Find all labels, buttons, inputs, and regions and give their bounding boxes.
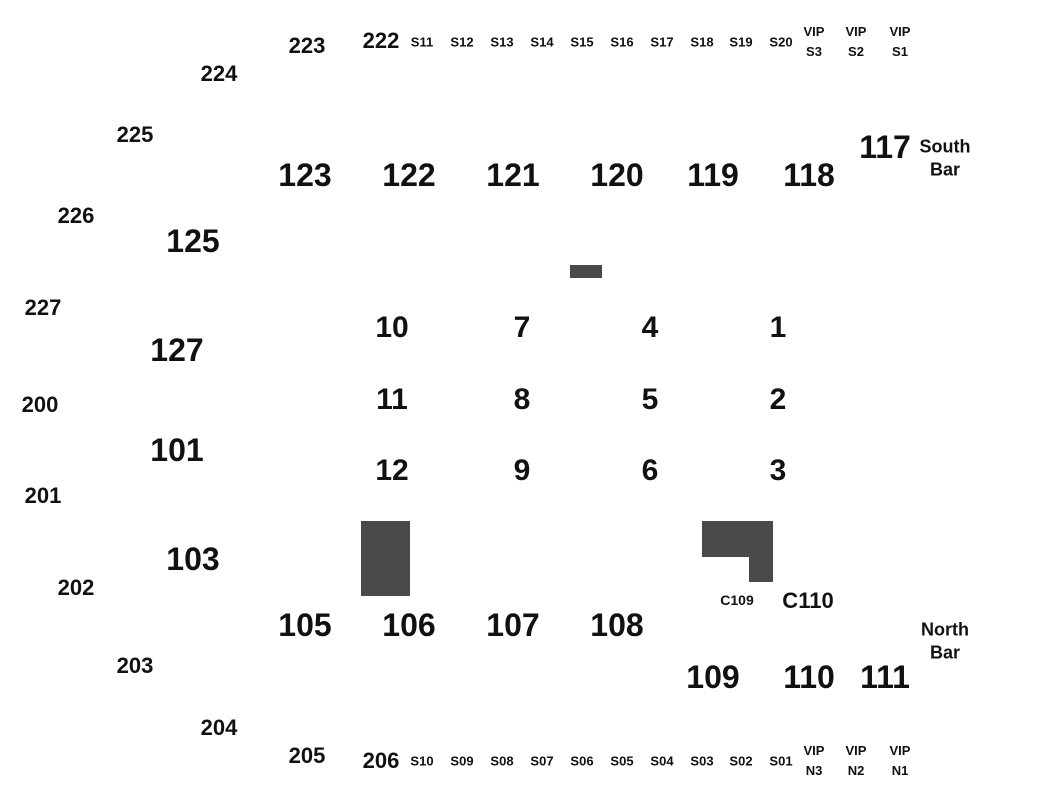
- section-106[interactable]: 106: [382, 607, 436, 643]
- vip-s3[interactable]: VIP S3: [804, 22, 825, 62]
- south-bar-label: South Bar: [920, 136, 971, 183]
- section-105[interactable]: 105: [278, 607, 332, 643]
- section-118[interactable]: 118: [783, 157, 835, 193]
- section-110[interactable]: 110: [783, 659, 835, 695]
- north-bar-line2: Bar: [929, 643, 960, 663]
- suite-s18[interactable]: S18: [690, 34, 714, 50]
- suite-s03[interactable]: S03: [690, 753, 714, 769]
- section-205[interactable]: 205: [288, 743, 326, 768]
- section-227[interactable]: 227: [24, 295, 62, 320]
- suite-s19[interactable]: S19: [729, 34, 753, 50]
- section-109[interactable]: 109: [686, 659, 740, 695]
- suite-s07[interactable]: S07: [530, 753, 554, 769]
- suite-s08[interactable]: S08: [490, 753, 514, 769]
- section-203[interactable]: 203: [116, 653, 154, 678]
- sound-booth-block: [570, 265, 602, 278]
- suite-s04[interactable]: S04: [650, 753, 674, 769]
- section-225[interactable]: 225: [116, 122, 154, 147]
- section-200[interactable]: 200: [21, 392, 59, 417]
- floor-section-5[interactable]: 5: [641, 383, 659, 416]
- section-119[interactable]: 119: [687, 157, 739, 193]
- section-121[interactable]: 121: [486, 157, 540, 193]
- section-103[interactable]: 103: [166, 541, 220, 577]
- suite-s02[interactable]: S02: [729, 753, 753, 769]
- floor-section-10[interactable]: 10: [375, 311, 409, 344]
- c-section-block-bottom: [749, 556, 773, 582]
- vip-n2[interactable]: VIP N2: [846, 741, 867, 781]
- floor-section-2[interactable]: 2: [769, 383, 787, 416]
- vip-s1-line1: VIP: [889, 23, 911, 39]
- suite-s09[interactable]: S09: [450, 753, 474, 769]
- north-bar-line1: North: [921, 619, 969, 640]
- suite-s01[interactable]: S01: [769, 753, 793, 769]
- section-226[interactable]: 226: [57, 203, 95, 228]
- vip-n1-line2: N1: [891, 763, 909, 778]
- suite-s16[interactable]: S16: [610, 34, 634, 50]
- floor-section-3[interactable]: 3: [769, 454, 787, 487]
- suite-s06[interactable]: S06: [570, 753, 594, 769]
- vip-s2-line2: S2: [848, 44, 864, 59]
- suite-s05[interactable]: S05: [610, 753, 634, 769]
- suite-s17[interactable]: S17: [650, 34, 674, 50]
- section-101[interactable]: 101: [150, 432, 204, 468]
- vip-n1-line1: VIP: [889, 742, 911, 758]
- section-122[interactable]: 122: [382, 157, 436, 193]
- vip-n3-line2: N3: [805, 763, 823, 778]
- section-c109[interactable]: C109: [720, 592, 754, 608]
- floor-section-8[interactable]: 8: [513, 383, 531, 416]
- section-107[interactable]: 107: [486, 607, 540, 643]
- floor-section-9[interactable]: 9: [513, 454, 531, 487]
- south-bar-line2: Bar: [929, 160, 960, 180]
- floor-section-6[interactable]: 6: [641, 454, 659, 487]
- floor-section-1[interactable]: 1: [769, 311, 787, 344]
- vip-s1[interactable]: VIP S1: [890, 22, 911, 62]
- section-201[interactable]: 201: [24, 483, 62, 508]
- section-204[interactable]: 204: [200, 715, 238, 740]
- vip-n2-line1: VIP: [845, 742, 867, 758]
- suite-s13[interactable]: S13: [490, 34, 514, 50]
- vip-s3-line1: VIP: [803, 23, 825, 39]
- section-127[interactable]: 127: [150, 332, 204, 368]
- floor-section-11[interactable]: 11: [376, 383, 408, 416]
- section-123[interactable]: 123: [278, 157, 332, 193]
- floor-section-12[interactable]: 12: [375, 454, 409, 487]
- suite-s10[interactable]: S10: [410, 753, 434, 769]
- vip-s2-line1: VIP: [845, 23, 867, 39]
- vip-s2[interactable]: VIP S2: [846, 22, 867, 62]
- vip-n3[interactable]: VIP N3: [804, 741, 825, 781]
- section-c110[interactable]: C110: [782, 588, 834, 613]
- suite-s14[interactable]: S14: [530, 34, 554, 50]
- vip-s3-line2: S3: [806, 44, 822, 59]
- section-206[interactable]: 206: [362, 748, 400, 773]
- suite-s15[interactable]: S15: [570, 34, 594, 50]
- tunnel-block: [361, 521, 410, 596]
- south-bar-line1: South: [919, 136, 971, 157]
- section-117[interactable]: 117: [859, 129, 911, 165]
- floor-section-7[interactable]: 7: [513, 311, 531, 344]
- vip-n3-line1: VIP: [803, 742, 825, 758]
- section-222[interactable]: 222: [362, 28, 400, 53]
- vip-n1[interactable]: VIP N1: [890, 741, 911, 781]
- section-111[interactable]: 111: [860, 659, 910, 695]
- section-120[interactable]: 120: [590, 157, 644, 193]
- suite-s12[interactable]: S12: [450, 34, 474, 50]
- c-section-block-top: [702, 521, 773, 557]
- section-202[interactable]: 202: [57, 575, 95, 600]
- section-223[interactable]: 223: [288, 33, 326, 58]
- section-108[interactable]: 108: [590, 607, 644, 643]
- vip-s1-line2: S1: [892, 44, 908, 59]
- floor-section-4[interactable]: 4: [641, 311, 659, 344]
- section-224[interactable]: 224: [200, 61, 238, 86]
- suite-s20[interactable]: S20: [769, 34, 793, 50]
- section-125[interactable]: 125: [166, 223, 220, 259]
- north-bar-label: North Bar: [921, 619, 969, 666]
- suite-s11[interactable]: S11: [410, 34, 434, 50]
- vip-n2-line2: N2: [847, 763, 865, 778]
